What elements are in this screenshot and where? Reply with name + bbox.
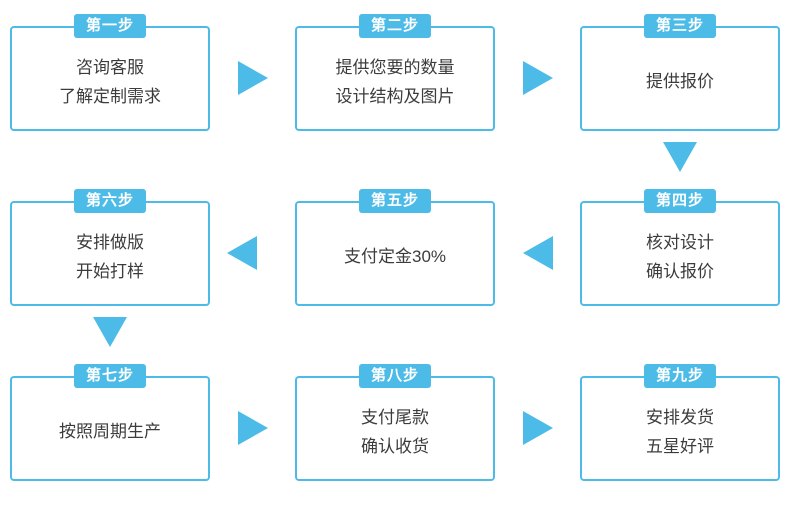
step-body-5: 支付定金30% bbox=[344, 236, 446, 271]
step-line-3-1: 提供报价 bbox=[646, 72, 714, 91]
step-card-3: 第三步 提供报价 bbox=[580, 14, 780, 131]
step-card-4: 第四步 核对设计 确认报价 bbox=[580, 189, 780, 306]
step-badge-3: 第三步 bbox=[643, 14, 717, 38]
step-badge-4: 第四步 bbox=[643, 189, 717, 213]
step-line-8-2: 确认收货 bbox=[361, 436, 429, 456]
step-card-9: 第九步 安排发货 五星好评 bbox=[580, 364, 780, 481]
step-card-6: 第六步 安排做版 开始打样 bbox=[10, 189, 210, 306]
step-line-4-2: 确认报价 bbox=[646, 261, 714, 281]
step-body-3: 提供报价 bbox=[646, 61, 714, 96]
step-badge-5: 第五步 bbox=[358, 189, 432, 213]
step-badge-7: 第七步 bbox=[73, 364, 147, 388]
step-card-2: 第二步 提供您要的数量 设计结构及图片 bbox=[295, 14, 495, 131]
step-line-6-2: 开始打样 bbox=[76, 261, 144, 281]
arrow-step7-to-step8-icon bbox=[238, 411, 268, 445]
step-line-4-1: 核对设计 bbox=[646, 232, 714, 252]
arrow-step2-to-step3-icon bbox=[523, 61, 553, 95]
step-badge-9: 第九步 bbox=[643, 364, 717, 388]
step-body-9: 安排发货 五星好评 bbox=[646, 397, 714, 461]
step-body-8: 支付尾款 确认收货 bbox=[361, 397, 429, 461]
step-line-7-1: 按照周期生产 bbox=[59, 422, 161, 441]
step-line-6-1: 安排做版 bbox=[76, 232, 144, 252]
step-card-7: 第七步 按照周期生产 bbox=[10, 364, 210, 481]
step-body-2: 提供您要的数量 设计结构及图片 bbox=[336, 47, 455, 111]
step-body-7: 按照周期生产 bbox=[59, 411, 161, 446]
step-line-8-1: 支付尾款 bbox=[361, 407, 429, 427]
step-badge-6: 第六步 bbox=[73, 189, 147, 213]
arrow-step4-to-step5-icon bbox=[523, 236, 553, 270]
step-line-1-1: 咨询客服 bbox=[76, 57, 144, 77]
step-body-4: 核对设计 确认报价 bbox=[646, 222, 714, 286]
step-line-9-2: 五星好评 bbox=[646, 436, 714, 456]
arrow-step5-to-step6-icon bbox=[227, 236, 257, 270]
step-badge-2: 第二步 bbox=[358, 14, 432, 38]
step-line-9-1: 安排发货 bbox=[646, 407, 714, 427]
step-line-5-1: 支付定金30% bbox=[343, 247, 447, 266]
step-body-1: 咨询客服 了解定制需求 bbox=[59, 47, 161, 111]
step-card-8: 第八步 支付尾款 确认收货 bbox=[295, 364, 495, 481]
arrow-step6-to-step7-icon bbox=[93, 317, 127, 347]
step-card-1: 第一步 咨询客服 了解定制需求 bbox=[10, 14, 210, 131]
step-card-5: 第五步 支付定金30% bbox=[295, 189, 495, 306]
step-body-6: 安排做版 开始打样 bbox=[76, 222, 144, 286]
arrow-step3-to-step4-icon bbox=[663, 142, 697, 172]
step-line-2-2: 设计结构及图片 bbox=[335, 86, 455, 106]
step-line-2-1: 提供您要的数量 bbox=[335, 57, 455, 77]
step-badge-1: 第一步 bbox=[73, 14, 147, 38]
arrow-step8-to-step9-icon bbox=[523, 411, 553, 445]
step-badge-8: 第八步 bbox=[358, 364, 432, 388]
arrow-step1-to-step2-icon bbox=[238, 61, 268, 95]
step-line-1-2: 了解定制需求 bbox=[59, 86, 161, 106]
